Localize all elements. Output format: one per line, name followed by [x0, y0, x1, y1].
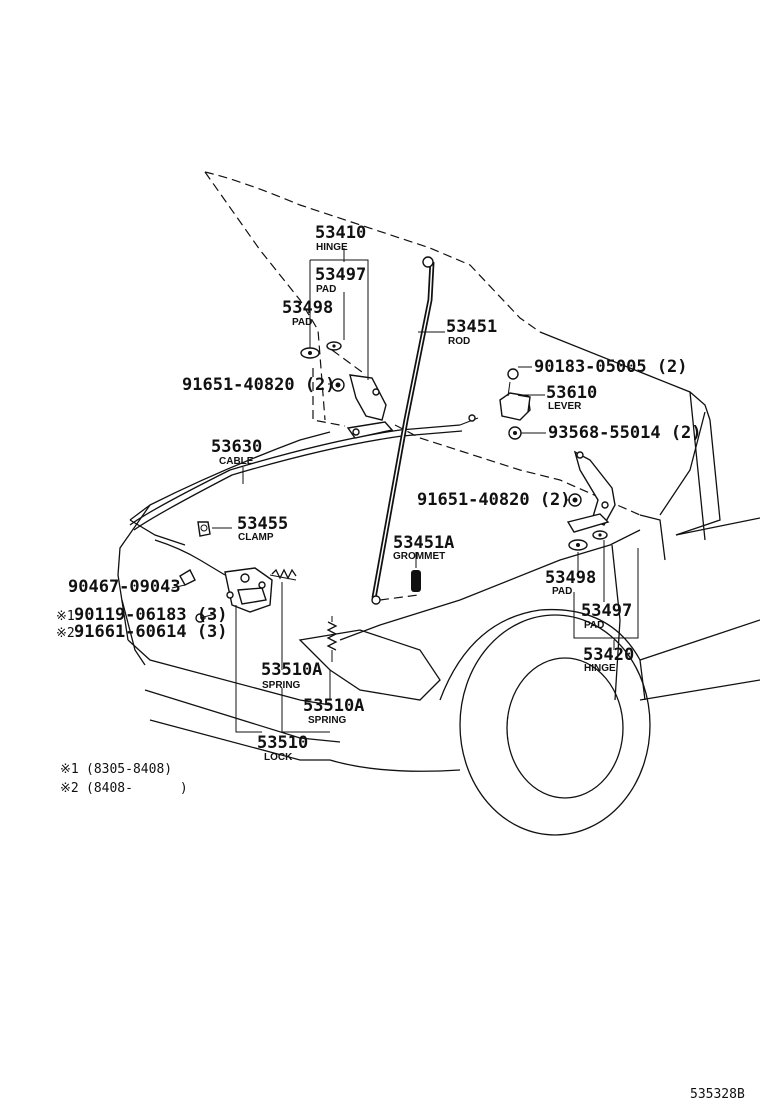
svg-text:※1: ※1 — [56, 609, 75, 624]
lower-pad-a-part — [592, 530, 608, 540]
label-pad-lower-a: 53497 PAD — [581, 601, 632, 631]
svg-text:91651-40820 (2): 91651-40820 (2) — [182, 375, 336, 395]
svg-text:53510A: 53510A — [303, 696, 364, 716]
svg-text:53497: 53497 — [315, 265, 366, 285]
svg-text:53410: 53410 — [315, 223, 366, 243]
label-bolt-lower: 91651-40820 (2) — [417, 490, 571, 510]
label-hinge-upper: 53410 HINGE — [315, 223, 366, 253]
svg-text:53610: 53610 — [546, 383, 597, 403]
svg-text:※1: ※1 — [60, 762, 79, 777]
leader-lines — [171, 248, 639, 733]
label-spring-b: 53510A SPRING — [303, 696, 364, 726]
upper-hinge-part — [312, 349, 394, 439]
label-screw-lever: 90183-05005 (2) — [534, 357, 688, 377]
svg-text:PAD: PAD — [552, 586, 572, 597]
svg-text:(8408- ): (8408- ) — [86, 781, 188, 796]
label-rod: 53451 ROD — [446, 317, 497, 347]
lever-part — [499, 368, 531, 440]
note-2: ※2 (8408- ) — [60, 781, 188, 796]
svg-text:53498: 53498 — [545, 568, 596, 588]
svg-text:PAD: PAD — [292, 317, 312, 328]
svg-text:53510A: 53510A — [261, 660, 322, 680]
grommet-part — [411, 570, 421, 592]
svg-text:CLAMP: CLAMP — [238, 532, 274, 543]
figure-id: 535328B — [690, 1087, 745, 1102]
upper-pad-b-part — [300, 347, 320, 359]
label-nut-lever: 93568-55014 (2) — [548, 423, 702, 443]
lower-hinge-part — [566, 450, 616, 533]
svg-text:91661-60614 (3): 91661-60614 (3) — [74, 622, 228, 642]
spring-a-part — [271, 568, 297, 580]
svg-text:HINGE: HINGE — [584, 663, 616, 674]
label-bolt-note2: ※2 91661-60614 (3) — [56, 622, 228, 642]
label-pad-upper-b: 53498 PAD — [282, 298, 333, 328]
svg-text:GROMMET: GROMMET — [393, 551, 445, 562]
label-grommet: 53451A GROMMET — [393, 533, 454, 562]
svg-text:93568-55014 (2): 93568-55014 (2) — [548, 423, 702, 443]
svg-text:(8305-8408): (8305-8408) — [86, 762, 172, 777]
svg-text:SPRING: SPRING — [308, 715, 347, 726]
label-bolt-note1: ※1 90119-06183 (3) — [56, 605, 228, 625]
label-spring-a: 53510A SPRING — [261, 660, 322, 691]
label-pad-upper-a: 53497 PAD — [315, 265, 366, 295]
lower-pad-b-part — [568, 539, 588, 551]
svg-text:53630: 53630 — [211, 437, 262, 457]
svg-text:PAD: PAD — [316, 284, 336, 295]
svg-text:SPRING: SPRING — [262, 680, 301, 691]
upper-bolt-part — [331, 378, 345, 392]
car-body-outline — [117, 171, 760, 836]
clamp-part — [197, 521, 211, 537]
hood-lock-part — [179, 567, 297, 623]
svg-text:HINGE: HINGE — [316, 242, 348, 253]
svg-text:90467-09043: 90467-09043 — [68, 577, 181, 597]
svg-text:90119-06183 (3): 90119-06183 (3) — [74, 605, 228, 625]
svg-text:CABLE: CABLE — [219, 456, 254, 467]
svg-text:53455: 53455 — [237, 514, 288, 534]
label-pad-lower-b: 53498 PAD — [545, 568, 596, 597]
svg-text:ROD: ROD — [448, 336, 470, 347]
svg-text:PAD: PAD — [584, 620, 604, 631]
svg-text:53510: 53510 — [257, 733, 308, 753]
svg-text:LOCK: LOCK — [264, 752, 293, 763]
svg-text:53497: 53497 — [581, 601, 632, 621]
svg-text:LEVER: LEVER — [548, 401, 582, 412]
hood-support-rod — [371, 256, 435, 605]
upper-pad-a-part — [326, 341, 342, 351]
label-hinge-lower: 53420 HINGE — [583, 645, 634, 674]
label-clamp: 53455 CLAMP — [237, 514, 288, 543]
label-bolt-upper: 91651-40820 (2) — [182, 375, 336, 395]
spring-b-part — [326, 616, 338, 662]
svg-text:※2: ※2 — [60, 781, 79, 796]
label-screw-lock: 90467-09043 — [68, 577, 181, 597]
label-lever: 53610 LEVER — [546, 383, 597, 412]
svg-text:※2: ※2 — [56, 626, 75, 641]
lower-bolt-part — [568, 493, 582, 507]
svg-text:53420: 53420 — [583, 645, 634, 665]
svg-text:91651-40820 (2): 91651-40820 (2) — [417, 490, 571, 510]
svg-text:53451: 53451 — [446, 317, 497, 337]
svg-text:90183-05005 (2): 90183-05005 (2) — [534, 357, 688, 377]
label-lock: 53510 LOCK — [257, 733, 308, 763]
svg-text:53451A: 53451A — [393, 533, 454, 553]
svg-text:53498: 53498 — [282, 298, 333, 318]
label-cable: 53630 CABLE — [211, 437, 262, 467]
note-1: ※1 (8305-8408) — [60, 762, 172, 777]
